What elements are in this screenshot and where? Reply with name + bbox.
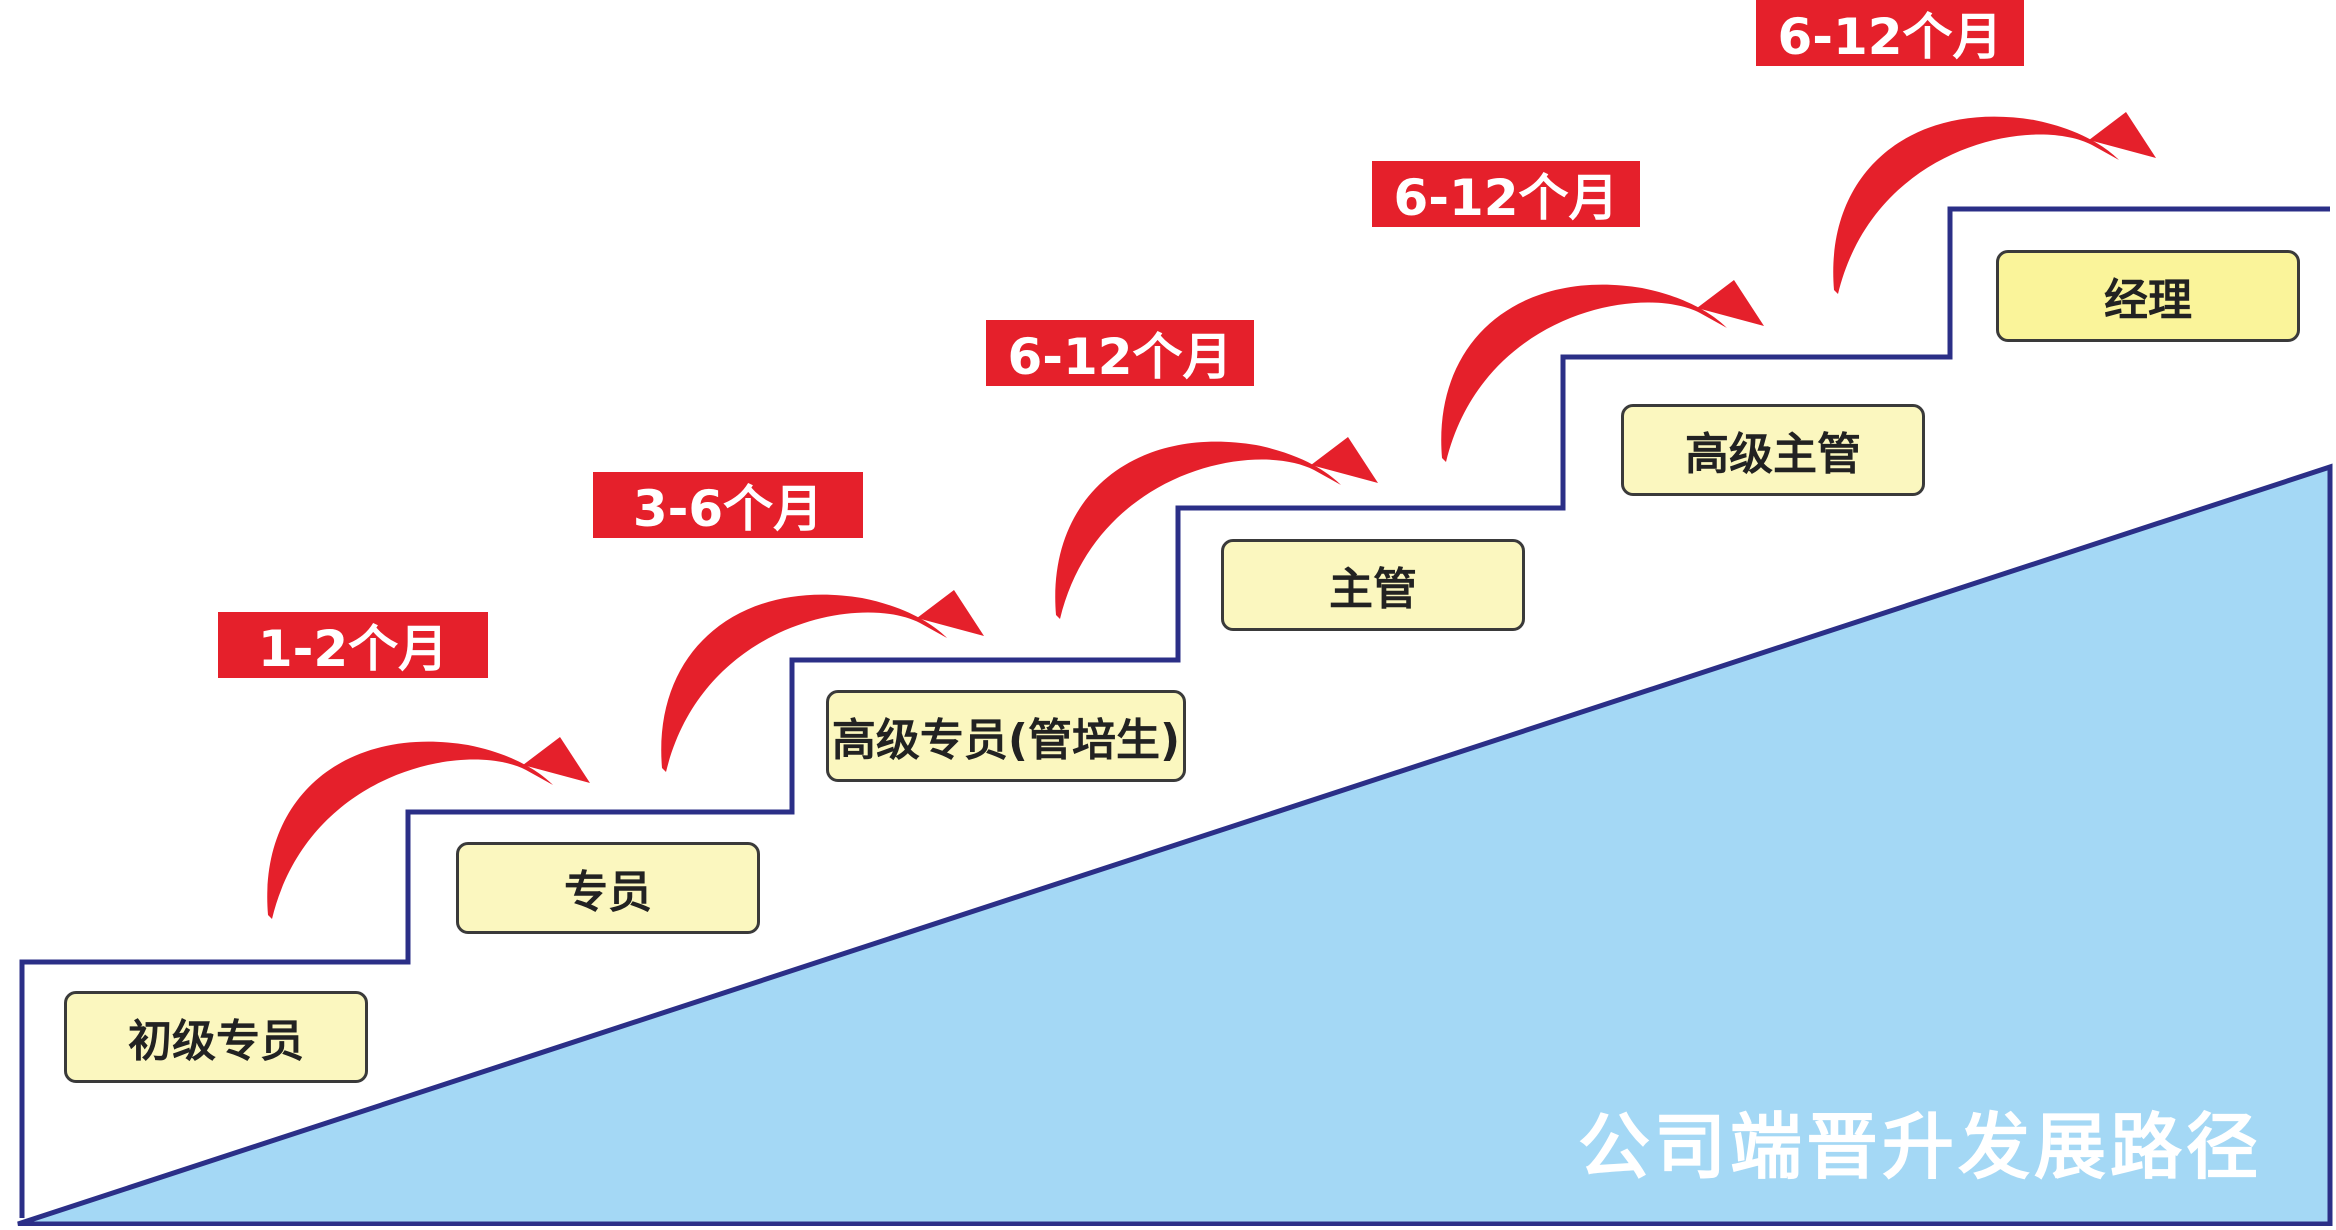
duration-badge-supervisor: 6-12个月 (986, 320, 1254, 386)
stage-label-supervisor: 主管 (1221, 539, 1525, 631)
arrow-to-supervisor-body (1055, 441, 1341, 619)
arrow-to-senior-supervisor-body (1441, 284, 1727, 462)
arrow-to-supervisor-head (1311, 437, 1378, 483)
arrow-to-specialist-body (267, 741, 553, 919)
arrow-to-manager-head (2089, 112, 2156, 158)
arrow-to-senior-specialist-body (661, 594, 947, 772)
duration-badge-senior-supervisor: 6-12个月 (1372, 161, 1640, 227)
stage-label-specialist: 专员 (456, 842, 760, 934)
growth-ramp (17, 463, 2333, 1227)
duration-badge-senior-specialist: 3-6个月 (593, 472, 863, 538)
arrow-to-specialist-head (523, 737, 590, 783)
stage-label-manager: 经理 (1996, 250, 2300, 342)
arrow-to-senior-specialist-head (917, 590, 984, 636)
stage-label-senior-supervisor: 高级主管 (1621, 404, 1925, 496)
arrow-to-manager-body (1833, 116, 2119, 294)
stage-label-junior-specialist: 初级专员 (64, 991, 368, 1083)
arrow-to-senior-supervisor-head (1697, 280, 1764, 326)
diagram-caption: 公司端晋升发展路径 (1577, 1105, 2262, 1189)
stage-label-senior-specialist: 高级专员(管培生) (826, 690, 1186, 782)
duration-badge-specialist: 1-2个月 (218, 612, 488, 678)
staircase-line (19, 206, 2330, 1218)
duration-badge-manager: 6-12个月 (1756, 0, 2024, 66)
